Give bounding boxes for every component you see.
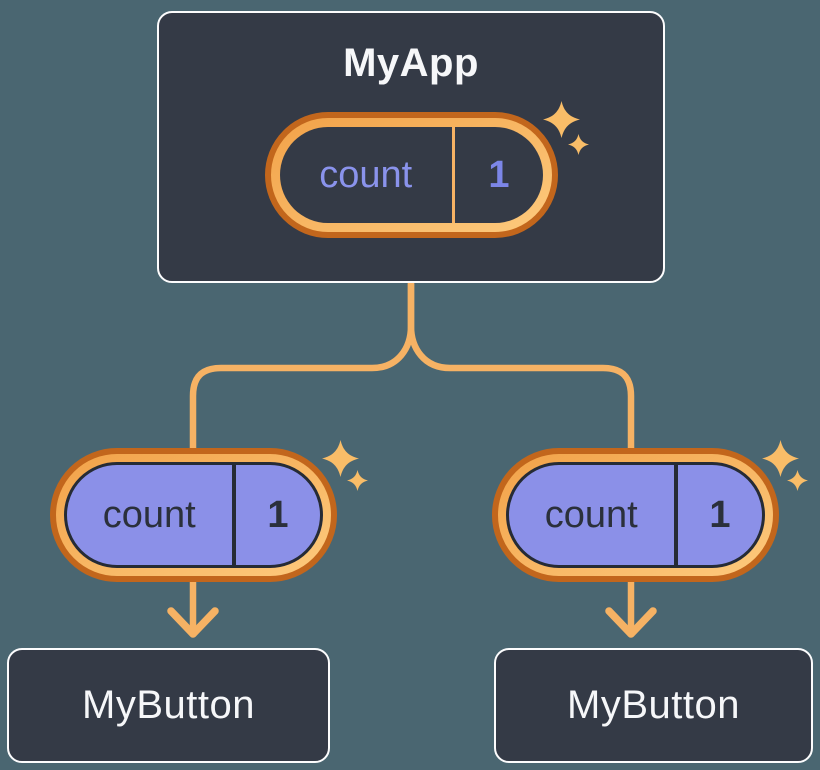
sparkle-icon-small	[347, 470, 368, 491]
mybutton-title: MyButton	[82, 683, 255, 727]
sparkle-icon	[762, 440, 799, 477]
prop-name-label: count	[102, 493, 196, 536]
prop-value-label: 1	[709, 493, 731, 536]
myapp-title: MyApp	[343, 41, 479, 85]
prop-value-label: 1	[267, 493, 289, 536]
prop-pill-right: count 1	[492, 448, 779, 582]
prop-pill-left: count 1	[50, 448, 337, 582]
mybutton-title: MyButton	[567, 683, 740, 727]
state-value-label: 1	[488, 153, 510, 196]
sparkle-icon	[347, 470, 368, 491]
mybutton-card-left: MyButton	[7, 648, 330, 763]
mybutton-card-right: MyButton	[494, 648, 813, 763]
tree-edge-left	[189, 280, 415, 456]
sparkle-icon-large	[543, 101, 580, 138]
sparkle-icon	[543, 101, 580, 138]
pill-divider	[231, 465, 236, 565]
sparkle-icon-large	[762, 440, 799, 477]
sparkle-icon	[787, 470, 808, 491]
sparkle-icon	[322, 440, 359, 477]
prop-name-label: count	[544, 493, 638, 536]
pill-divider	[673, 465, 678, 565]
arrow-right-head	[605, 607, 657, 638]
sparkle-icon	[568, 134, 589, 155]
state-name-label: count	[319, 153, 413, 196]
sparkle-icon-small	[568, 134, 589, 155]
pill-divider	[451, 127, 455, 223]
state-pill-myapp-body: count 1	[280, 127, 543, 223]
prop-pill-right-body: count 1	[506, 462, 765, 568]
prop-pill-left-body: count 1	[64, 462, 323, 568]
sparkle-icon-large	[322, 440, 359, 477]
sparkle-icon-small	[787, 470, 808, 491]
state-pill-myapp: count 1	[265, 112, 558, 238]
arrow-left-head	[167, 607, 219, 638]
tree-edge-right	[407, 280, 635, 456]
